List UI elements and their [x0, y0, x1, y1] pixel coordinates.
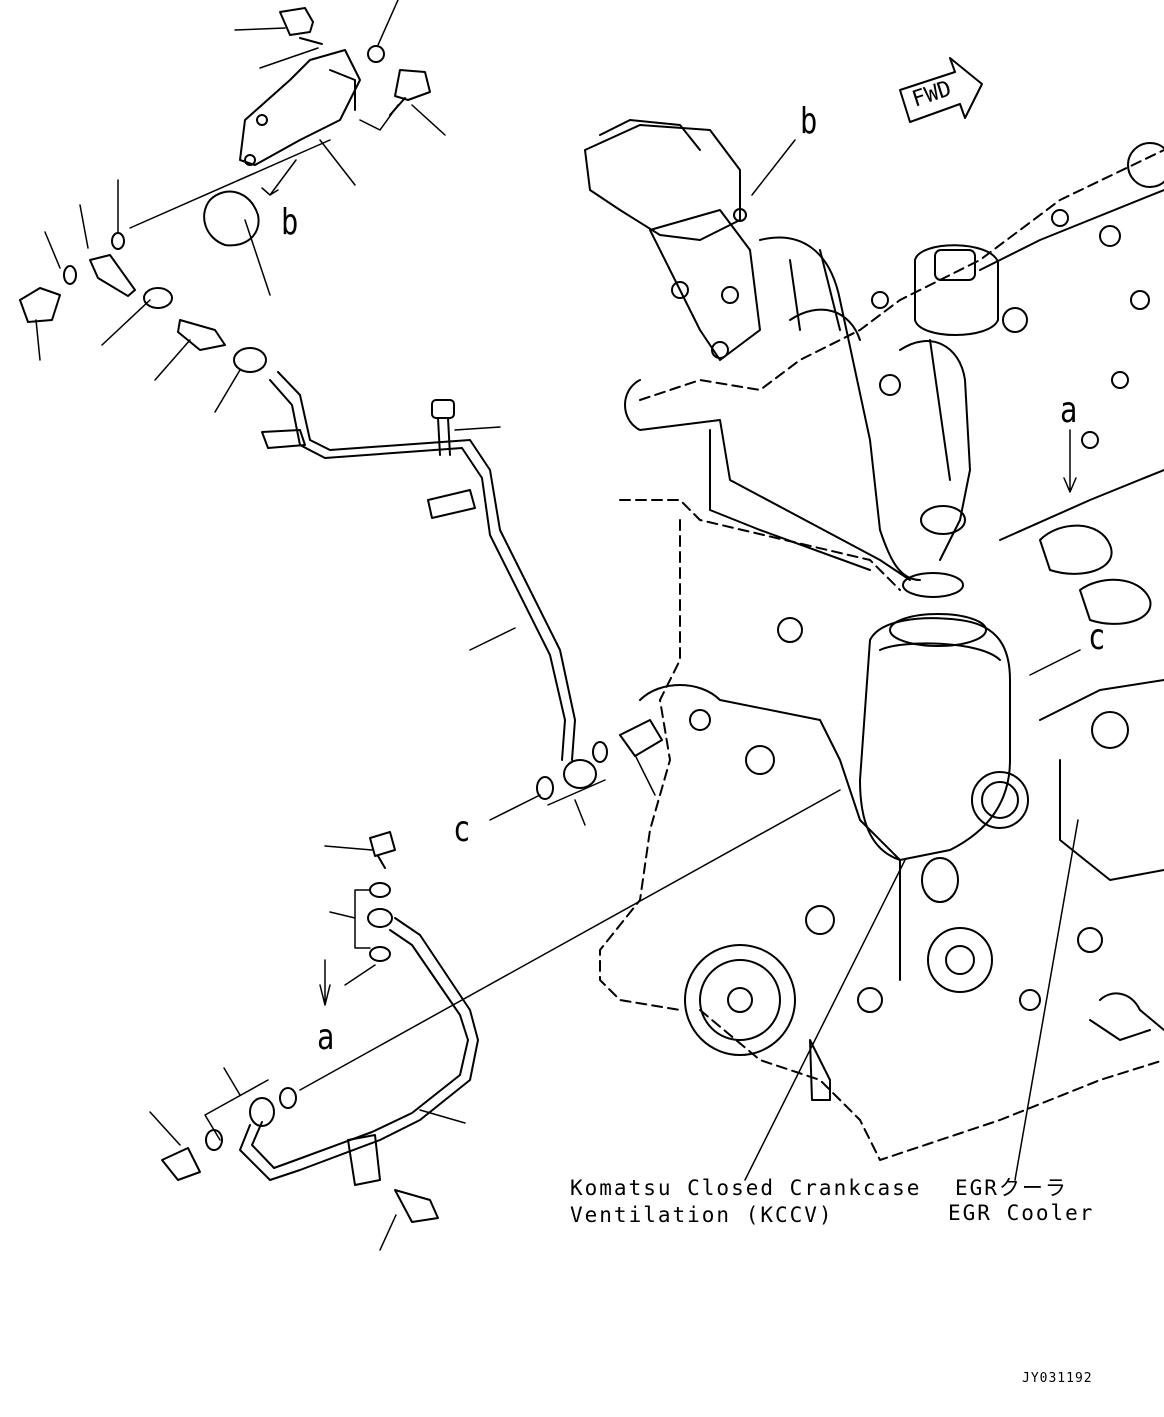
callout-a-lower: a — [317, 1017, 335, 1058]
callout-b-engine: b — [800, 101, 818, 142]
drawing-id: JY031192 — [1022, 1371, 1093, 1386]
bracket-assembly — [19, 7, 431, 373]
callout-c-engine: c — [1088, 617, 1106, 658]
kccv-label-line2: Ventilation (KCCV) — [570, 1203, 834, 1227]
egr-label-line2: EGR Cooler — [948, 1201, 1095, 1225]
upper-pipe — [261, 371, 663, 800]
egr-label-line1: EGRクーラ — [955, 1176, 1068, 1200]
callout-a-engine: a — [1060, 390, 1078, 431]
fwd-arrow — [899, 57, 983, 123]
callout-c-pipe: c — [453, 809, 471, 850]
kccv-label-line1: Komatsu Closed Crankcase — [570, 1176, 922, 1200]
engine-block — [584, 119, 1164, 1161]
leader-lines — [35, 0, 1081, 1251]
callout-b-top: b — [281, 202, 299, 243]
lower-pipe — [161, 831, 479, 1223]
